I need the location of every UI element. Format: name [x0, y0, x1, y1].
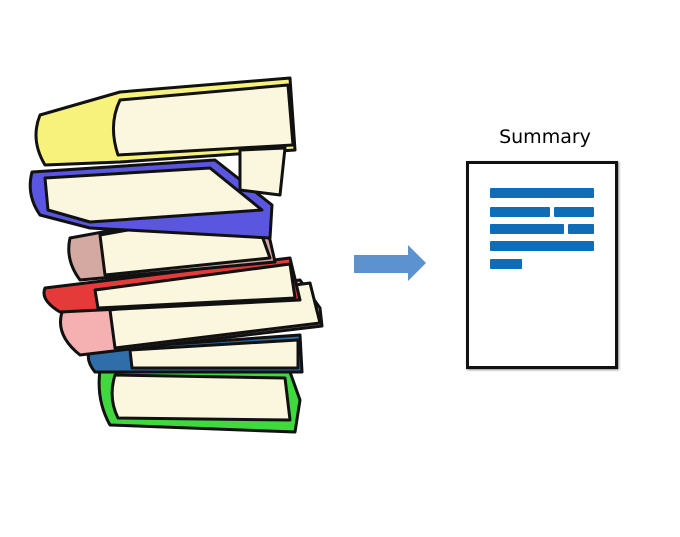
summary-document	[466, 161, 618, 369]
text-line	[490, 188, 594, 198]
text-line	[490, 241, 594, 251]
book-red	[42, 256, 302, 314]
right-arrow-icon	[354, 245, 426, 281]
text-line	[490, 224, 564, 234]
text-line	[554, 207, 594, 217]
text-line	[490, 259, 522, 269]
book-stack-illustration	[28, 76, 324, 434]
text-line	[568, 224, 594, 234]
book-blue	[28, 158, 274, 240]
book-yellow	[34, 76, 297, 197]
text-line	[490, 207, 550, 217]
book-green	[97, 368, 302, 434]
summary-title: Summary	[499, 126, 591, 148]
